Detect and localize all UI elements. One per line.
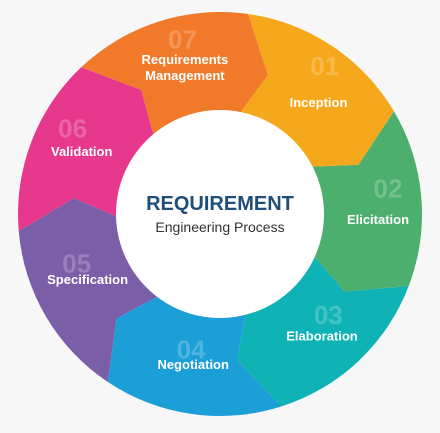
- segment-number: 01: [310, 51, 339, 81]
- center-circle: [116, 110, 324, 318]
- segment-label: Elicitation: [347, 212, 409, 227]
- segment-number: 02: [374, 174, 403, 204]
- segment-number: 07: [168, 25, 197, 55]
- center-hub: REQUIREMENT Engineering Process: [116, 110, 324, 318]
- segment-number: 03: [314, 300, 343, 330]
- segment-shape-04: [107, 290, 282, 416]
- segment-label: Requirements: [142, 52, 229, 67]
- center-title: REQUIREMENT: [146, 193, 294, 215]
- segment-number: 05: [62, 249, 91, 279]
- center-subtitle: Engineering Process: [155, 219, 284, 235]
- segment-label: Specification: [47, 272, 128, 287]
- segment-label: Elaboration: [286, 328, 358, 343]
- segment-label: Validation: [51, 144, 112, 159]
- segment-number: 06: [58, 114, 87, 144]
- segment-label: Negotiation: [157, 357, 229, 372]
- segment-label: Management: [145, 68, 225, 83]
- segment-label: Inception: [290, 95, 348, 110]
- segment-shape-02: [299, 111, 422, 292]
- segment-number: 04: [177, 335, 206, 365]
